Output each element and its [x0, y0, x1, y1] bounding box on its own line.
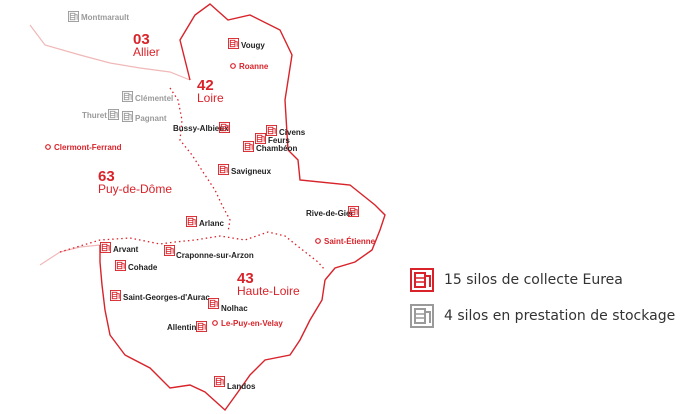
- silo-stockage-montmarault[interactable]: Montmarault: [68, 11, 129, 22]
- svg-text:Rive-de-Gier: Rive-de-Gier: [306, 209, 354, 218]
- svg-text:Landos: Landos: [227, 382, 256, 391]
- svg-text:Savigneux: Savigneux: [231, 167, 272, 176]
- svg-text:Saint-Georges-d'Aurac: Saint-Georges-d'Aurac: [123, 293, 210, 302]
- svg-text:63: 63: [98, 168, 115, 185]
- border-puy-de-dome-west: [39, 244, 101, 266]
- svg-text:Craponne-sur-Arzon: Craponne-sur-Arzon: [176, 251, 254, 260]
- svg-text:Le-Puy-en-Velay: Le-Puy-en-Velay: [221, 319, 283, 328]
- svg-text:Nolhac: Nolhac: [221, 304, 248, 313]
- svg-text:Feurs: Feurs: [268, 136, 290, 145]
- silo-eurea-saint-georges-d-aurac[interactable]: Saint-Georges-d'Aurac: [110, 290, 210, 302]
- svg-text:42: 42: [197, 77, 214, 94]
- silo-eurea-civens[interactable]: Civens: [266, 125, 306, 137]
- silo-eurea-rive-de-gier[interactable]: Rive-de-Gier: [306, 206, 359, 218]
- svg-text:Puy-de-Dôme: Puy-de-Dôme: [98, 182, 172, 196]
- city-clermont-ferrand[interactable]: Clermont-Ferrand: [45, 143, 122, 152]
- legend-eurea: 15 silos de collecte Eurea: [410, 262, 675, 298]
- svg-text:Loire: Loire: [197, 91, 224, 105]
- svg-text:Arvant: Arvant: [113, 245, 139, 254]
- silo-eurea-craponne-sur-arzon[interactable]: Craponne-sur-Arzon: [164, 245, 254, 260]
- svg-text:Arlanc: Arlanc: [199, 219, 224, 228]
- border-allier-loire: [169, 87, 231, 233]
- silo-eurea-landos[interactable]: Landos: [214, 376, 256, 391]
- legend-stockage: 4 silos en prestation de stockage: [410, 298, 675, 334]
- silo-eurea-arvant[interactable]: Arvant: [100, 242, 139, 254]
- legend-stockage-label: 4 silos en prestation de stockage: [444, 308, 676, 324]
- silo-eurea-chambeon[interactable]: Chambéon: [243, 141, 297, 153]
- svg-text:Civens: Civens: [279, 128, 306, 137]
- svg-text:Haute-Loire: Haute-Loire: [237, 284, 300, 298]
- svg-text:43: 43: [237, 270, 254, 287]
- legend-eurea-label: 15 silos de collecte Eurea: [444, 272, 623, 288]
- svg-text:Allentin: Allentin: [167, 323, 196, 332]
- silo-eurea-allentin[interactable]: Allentin: [167, 321, 207, 332]
- svg-text:Clémentel: Clémentel: [135, 94, 173, 103]
- dept-haute-loire: 43 Haute-Loire: [237, 270, 300, 298]
- svg-text:Clermont-Ferrand: Clermont-Ferrand: [54, 143, 122, 152]
- silo-outline-icon: [410, 304, 434, 328]
- svg-text:Vougy: Vougy: [241, 41, 265, 50]
- legend: 15 silos de collecte Eurea 4 silos en pr…: [410, 262, 675, 334]
- silo-eurea-bussy-albieux[interactable]: Bussy-Albieux: [173, 122, 230, 133]
- dept-loire: 42 Loire: [197, 77, 224, 105]
- svg-text:Cohade: Cohade: [128, 263, 158, 272]
- svg-text:Bussy-Albieux: Bussy-Albieux: [173, 124, 229, 133]
- silo-stockage-thuret[interactable]: Thuret: [82, 109, 119, 120]
- silo-eurea-vougy[interactable]: Vougy: [228, 38, 265, 50]
- svg-text:Roanne: Roanne: [239, 62, 269, 71]
- silo-icon: [410, 268, 434, 292]
- dept-allier: 03 Allier: [133, 31, 160, 59]
- svg-text:Chambéon: Chambéon: [256, 144, 297, 153]
- silo-eurea-arlanc[interactable]: Arlanc: [186, 216, 224, 228]
- silo-stockage-pagnant[interactable]: Pagnant: [122, 111, 167, 123]
- svg-text:Saint-Étienne: Saint-Étienne: [324, 237, 376, 246]
- silo-eurea-savigneux[interactable]: Savigneux: [218, 164, 272, 176]
- silo-eurea-nolhac[interactable]: Nolhac: [208, 298, 248, 313]
- svg-text:03: 03: [133, 31, 150, 48]
- svg-text:Montmarault: Montmarault: [81, 13, 129, 22]
- svg-text:Allier: Allier: [133, 45, 160, 59]
- silo-eurea-cohade[interactable]: Cohade: [115, 260, 158, 272]
- svg-text:Thuret: Thuret: [82, 111, 107, 120]
- dept-puy-de-dome: 63 Puy-de-Dôme: [98, 168, 172, 196]
- border-puy-de-dome-haute-loire: [59, 231, 326, 271]
- city-le-puy-en-velay[interactable]: Le-Puy-en-Velay: [212, 319, 284, 328]
- silo-eurea-feurs[interactable]: Feurs: [255, 133, 290, 145]
- city-roanne[interactable]: Roanne: [230, 62, 269, 71]
- city-saint-etienne[interactable]: Saint-Étienne: [315, 237, 376, 246]
- border-loire-north: [179, 3, 386, 281]
- border-allier-west: [29, 24, 191, 81]
- silo-stockage-clementel[interactable]: Clémentel: [122, 91, 173, 103]
- border-haute-loire: [99, 245, 326, 412]
- svg-text:Pagnant: Pagnant: [135, 114, 167, 123]
